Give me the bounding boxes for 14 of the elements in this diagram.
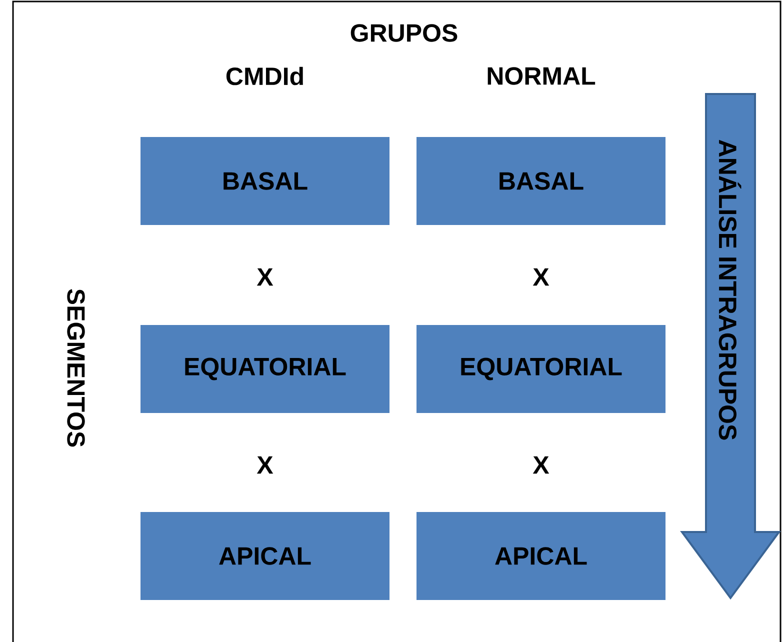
label: X xyxy=(532,456,550,474)
label: X xyxy=(256,268,274,286)
segment-box: BASAL xyxy=(140,136,390,226)
title: GRUPOS xyxy=(350,24,458,42)
segment-box: EQUATORIAL xyxy=(140,324,390,414)
segment-box: BASAL xyxy=(416,136,666,226)
segment-box: APICAL xyxy=(140,511,390,601)
label: NORMAL xyxy=(488,67,596,85)
label: X xyxy=(532,268,550,286)
label: X xyxy=(256,456,274,474)
segment-box: APICAL xyxy=(416,511,666,601)
label: SEGMENTOS xyxy=(67,289,85,447)
segment-box: EQUATORIAL xyxy=(416,324,666,414)
label: CMDId xyxy=(226,66,303,86)
